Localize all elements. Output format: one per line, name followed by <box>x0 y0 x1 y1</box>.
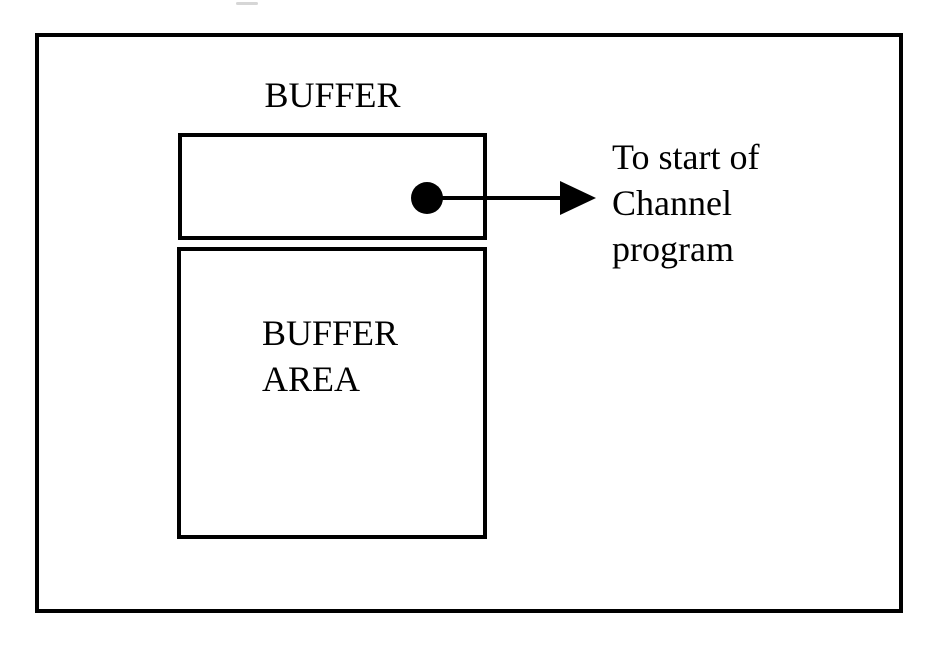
annotation-line-3: program <box>612 229 734 269</box>
buffer-label: BUFFER <box>264 75 401 115</box>
scan-artifact <box>236 2 258 5</box>
annotation-line-1: To start of <box>612 137 760 177</box>
buffer-area-label: BUFFER AREA <box>262 310 398 402</box>
buffer-area-label-line2: AREA <box>262 359 360 399</box>
arrow-head-icon <box>560 181 596 215</box>
buffer-area-label-line1: BUFFER <box>262 313 399 353</box>
arrow-connector <box>411 181 596 215</box>
buffer-area-box <box>177 247 487 539</box>
annotation-line-2: Channel <box>612 183 732 223</box>
annotation-text: To start of Channel program <box>612 134 759 272</box>
